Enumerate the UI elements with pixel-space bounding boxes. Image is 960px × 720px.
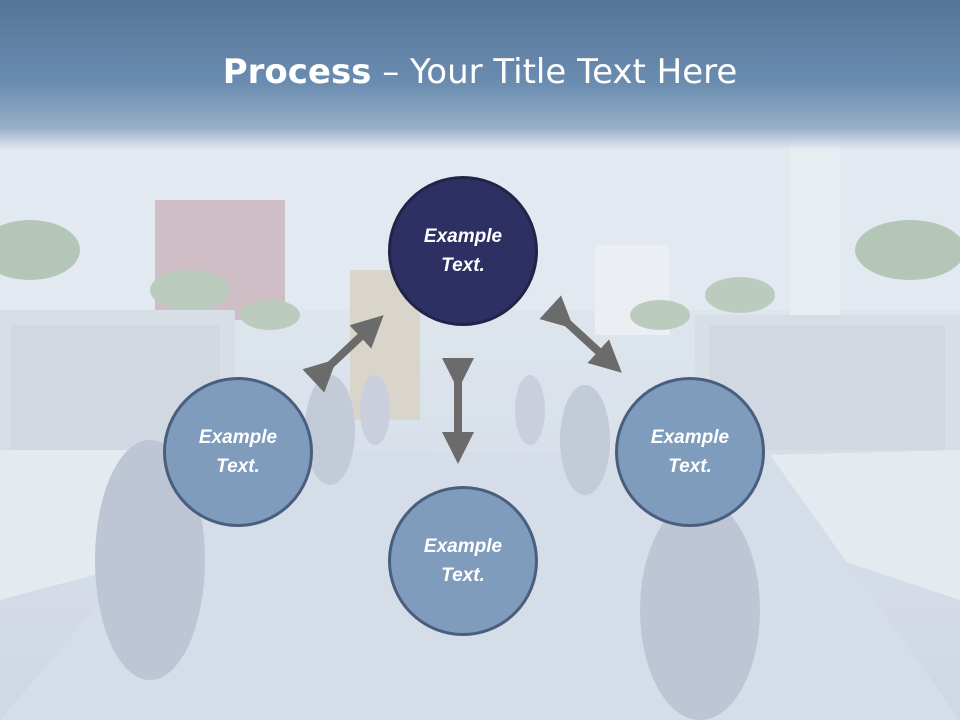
node-line: Example	[198, 427, 278, 448]
node-line: Text.	[668, 456, 712, 477]
title-bold: Process	[222, 52, 372, 92]
title-rest: – Your Title Text Here	[371, 52, 738, 92]
slide-title: Process – Your Title Text Here	[0, 52, 960, 92]
node-line: Example	[423, 536, 503, 557]
double-arrow-icon	[302, 315, 384, 393]
node-line: Text.	[441, 255, 485, 276]
node-line: Text.	[216, 456, 260, 477]
node-line: Example	[423, 226, 503, 247]
node-line: Example	[650, 427, 730, 448]
node-line: Text.	[441, 565, 485, 586]
double-arrow-icon	[539, 295, 622, 373]
title-bar	[0, 0, 960, 150]
